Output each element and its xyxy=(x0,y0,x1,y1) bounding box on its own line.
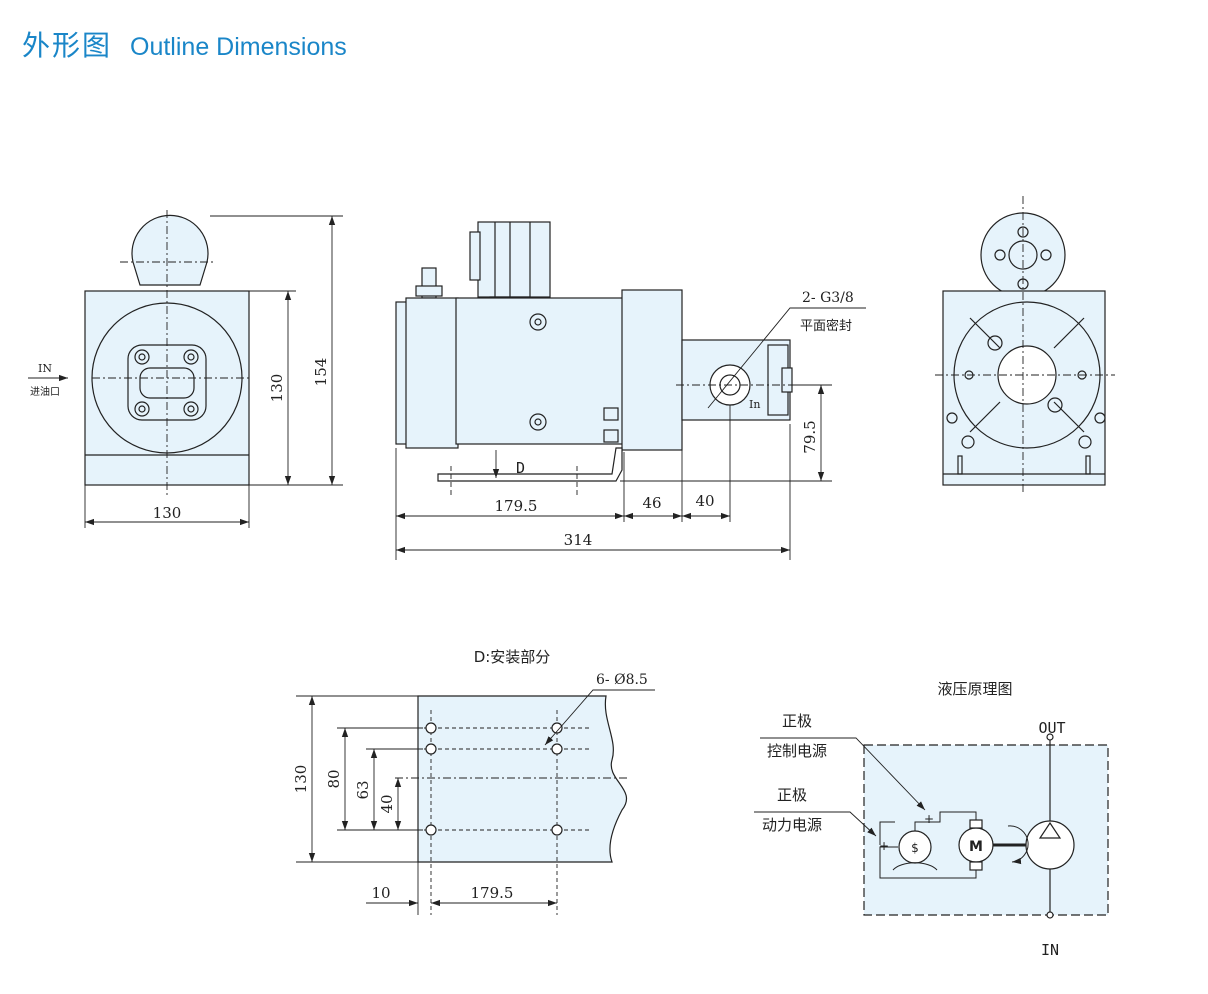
mount-hole xyxy=(551,824,563,836)
control-label-1: 正极 xyxy=(782,712,812,730)
rear-end-view xyxy=(935,196,1115,495)
hole-callout: 6- Ø8.5 xyxy=(596,672,648,688)
bolt-br xyxy=(183,401,199,417)
motor-body xyxy=(405,297,459,449)
power-label-2: 动力电源 xyxy=(762,816,822,834)
out-label: OUT xyxy=(1038,719,1065,737)
dim-width-130: 130 xyxy=(153,504,182,522)
in-label: IN xyxy=(1041,941,1059,959)
hydraulic-schematic xyxy=(754,733,1109,919)
mount-dim-10: 10 xyxy=(371,884,390,902)
dim-height-130: 130 xyxy=(268,374,286,403)
mount-dim-63: 63 xyxy=(354,780,372,799)
top-motor-head xyxy=(131,214,209,286)
front-end-view xyxy=(28,210,343,528)
title-english: Outline Dimensions xyxy=(130,33,347,61)
dim-40: 40 xyxy=(695,492,714,510)
bolt-bl xyxy=(134,401,150,417)
dim-46: 46 xyxy=(642,494,661,512)
inlet-label: IN xyxy=(38,362,52,375)
bolt-tr xyxy=(183,349,199,365)
port-callout: 2- G3/8 xyxy=(802,290,854,306)
mount-dim-130: 130 xyxy=(292,765,310,794)
relay-glyph: $ xyxy=(911,841,919,855)
side-view xyxy=(395,221,866,560)
title-chinese: 外形图 xyxy=(22,29,113,62)
schematic-boundary xyxy=(863,744,1109,916)
motor-letter: M xyxy=(969,839,983,855)
bolt-tl xyxy=(134,349,150,365)
control-label-2: 控制电源 xyxy=(767,742,827,760)
dim-height-154: 154 xyxy=(312,358,330,387)
mount-hole xyxy=(551,722,563,734)
port-callout-cn: 平面密封 xyxy=(800,318,852,334)
mounting-title: D:安装部分 xyxy=(474,648,551,666)
mounting-plate xyxy=(417,695,628,863)
schematic-title: 液压原理图 xyxy=(937,680,1012,698)
mounting-detail xyxy=(296,689,655,915)
mount-hole xyxy=(425,824,437,836)
power-label-1: 正极 xyxy=(777,786,807,804)
dim-314: 314 xyxy=(564,531,593,549)
mount-hole xyxy=(551,743,563,755)
mount-hole xyxy=(425,743,437,755)
mount-dim-179-5: 179.5 xyxy=(471,884,514,902)
mounting-flange xyxy=(621,289,683,451)
solenoid-box xyxy=(477,221,551,298)
plus-control: + xyxy=(924,812,934,826)
mount-hole xyxy=(425,722,437,734)
base-bracket xyxy=(437,447,623,482)
mount-dim-80: 80 xyxy=(325,769,343,788)
in-mark: In xyxy=(749,398,760,411)
inlet-label-cn: 进油口 xyxy=(30,385,60,398)
plus-power: + xyxy=(879,839,889,853)
mount-dim-40: 40 xyxy=(378,794,396,813)
page-title: 外形图 Outline Dimensions xyxy=(22,24,347,64)
dim-79-5: 79.5 xyxy=(801,420,819,453)
mount-view-marker: D xyxy=(516,459,525,477)
dim-179-5: 179.5 xyxy=(495,497,538,515)
